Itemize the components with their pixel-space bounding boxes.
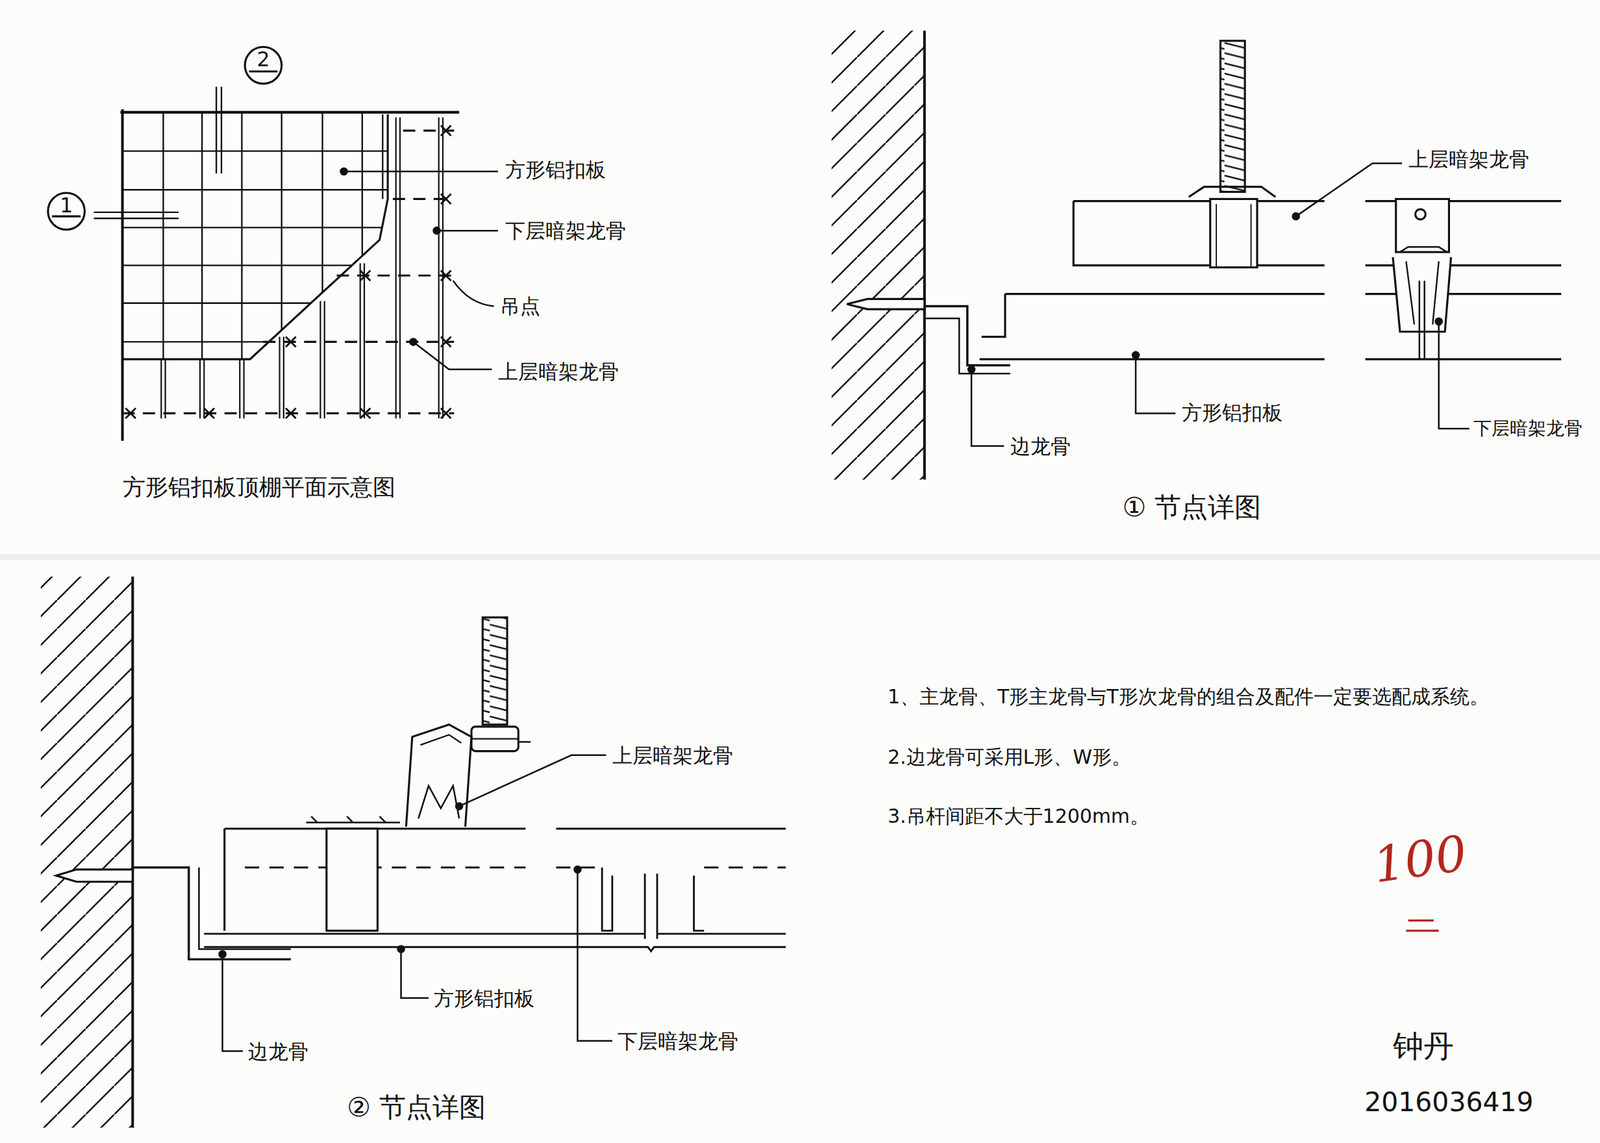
part-label: 上层暗架龙骨 (498, 359, 619, 384)
part-label: 下层暗架龙骨 (505, 218, 626, 243)
drawing-caption: 方形铝扣板顶棚平面示意图 (122, 474, 396, 501)
student-number: 2016036419 (1364, 1087, 1534, 1118)
note-text: 2.边龙骨可采用L形、W形。 (887, 746, 1132, 769)
callout-number: 1 (59, 193, 73, 217)
detail-caption: ① 节点详图 (1122, 492, 1262, 523)
part-label: 方形铝扣板 (1181, 400, 1283, 425)
part-label: 下层暗架龙骨 (1473, 418, 1583, 440)
part-label: 边龙骨 (248, 1039, 309, 1063)
part-label: 边龙骨 (1010, 434, 1071, 458)
signature: 钟丹 (1392, 1028, 1454, 1064)
part-label: 下层暗架龙骨 (617, 1029, 739, 1053)
grade-underline (1405, 920, 1439, 931)
part-label: 吊点 (500, 294, 541, 318)
grade-mark: 100 (1370, 824, 1471, 894)
callout-number: 2 (256, 47, 270, 71)
detail-1 (831, 30, 1562, 480)
part-label: 方形铝扣板 (433, 986, 535, 1010)
part-label: 方形铝扣板 (505, 157, 606, 182)
note-text: 1、主龙骨、T形主龙骨与T形次龙骨的组合及配件一定要选配成系统。 (887, 685, 1489, 708)
part-label: 上层暗架龙骨 (612, 743, 734, 767)
plan-view (48, 46, 499, 441)
detail-caption: ② 节点详图 (346, 1092, 486, 1123)
paper-fold (0, 553, 1600, 560)
part-label: 上层暗架龙骨 (1408, 147, 1530, 171)
note-text: 3.吊杆间距不大于1200mm。 (887, 805, 1150, 828)
detail-2 (40, 576, 786, 1128)
